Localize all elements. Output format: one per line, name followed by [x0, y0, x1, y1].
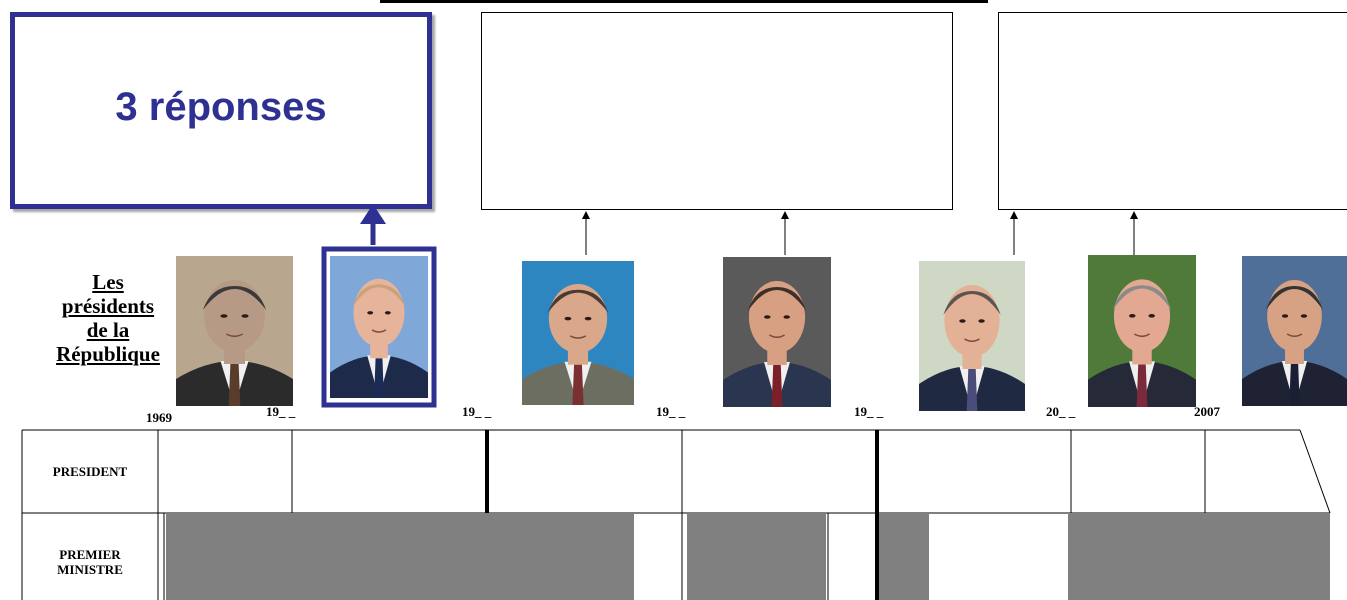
year-label: 19_ _ [854, 404, 884, 419]
arrow-4 [1130, 211, 1138, 255]
year-label: 19_ _ [266, 404, 296, 419]
answer-box-empty-2 [998, 12, 1347, 210]
answer-box-text: 3 réponses [115, 85, 327, 129]
year-label: 19_ _ [462, 404, 492, 419]
photo-president-2 [330, 256, 428, 398]
timeline-table [21, 429, 1331, 600]
label-line-3: de la [86, 318, 130, 342]
answer-box-empty-1 [481, 12, 953, 210]
row-label-premier-ministre: PREMIER MINISTRE [22, 547, 158, 577]
label-line-1: Les [92, 270, 124, 294]
photo-president-3 [522, 261, 634, 405]
year-label: 20_ _ [1046, 404, 1076, 419]
arrow-1 [582, 211, 590, 255]
pm-period-3 [879, 514, 929, 600]
label-line-4: République [56, 342, 160, 366]
pm-period-1 [166, 514, 634, 600]
pm-period-4 [1068, 514, 1330, 600]
year-label: 1969 [146, 410, 172, 425]
arrow-2 [781, 211, 789, 255]
photo-president-4 [723, 257, 831, 407]
photo-president-7 [1242, 256, 1347, 406]
highlight-arrow [360, 204, 386, 245]
answer-box: 3 réponses [10, 12, 432, 209]
row-label-line-1: PREMIER [59, 547, 121, 562]
photo-highlight-frame [321, 246, 437, 408]
row-label-president: PRESIDENT [52, 464, 128, 479]
year-label: 2007 [1194, 404, 1220, 419]
arrow-3 [1010, 211, 1018, 255]
photo-president-1 [176, 256, 293, 406]
photo-president-6 [1088, 255, 1196, 407]
pm-period-2 [687, 514, 826, 600]
label-line-2: présidents [61, 294, 155, 318]
photo-president-5 [919, 261, 1025, 411]
year-label: 19_ _ [656, 404, 686, 419]
row-label-line-2: MINISTRE [57, 562, 123, 577]
presidents-label: Les présidents de la République [48, 270, 168, 366]
heading-underline [380, 0, 988, 3]
